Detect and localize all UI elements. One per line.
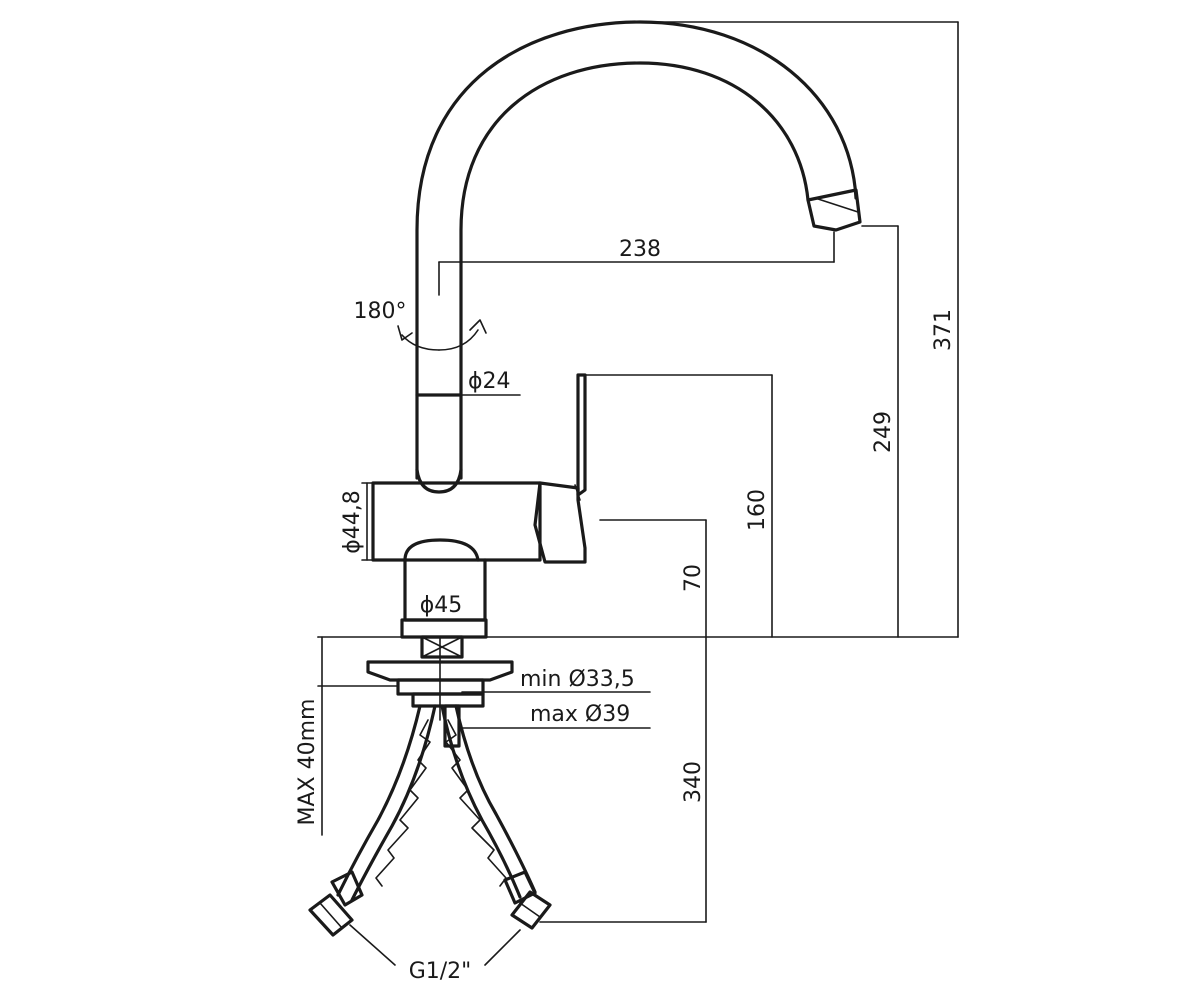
- base-plate: [400, 618, 488, 639]
- hose-right-ferrule: [503, 870, 537, 905]
- label-hole-max: max Ø39: [530, 702, 630, 727]
- hose-right-edge-b: [454, 704, 537, 894]
- label-reach: 238: [619, 237, 661, 262]
- body-pedestal-arch: [403, 538, 480, 562]
- label-hole-min: min Ø33,5: [520, 667, 635, 692]
- dimension-lines: [317, 21, 959, 966]
- hose-right-edge-a: [440, 704, 522, 899]
- hose-left-fitting: [308, 893, 354, 937]
- lever-detail: [574, 484, 581, 501]
- label-base-diameter: ϕ45: [420, 593, 463, 618]
- hose-left-edge-b: [350, 704, 437, 902]
- label-spout-diameter: ϕ24: [468, 369, 511, 394]
- hose-left-braid: [375, 719, 431, 887]
- lever-cartridge: [533, 481, 587, 564]
- hose-left-ferrule: [330, 870, 364, 907]
- swivel-arrow-right: [438, 329, 479, 351]
- hose-left-fitting-line: [319, 902, 343, 929]
- label-lever-height: 160: [745, 489, 770, 531]
- fixing-washer: [366, 660, 514, 682]
- mixer-body: [371, 481, 542, 562]
- label-hose-length: 340: [681, 761, 706, 803]
- fixing-rod-hatch-2: [421, 636, 463, 658]
- label-body-height: 70: [681, 564, 706, 592]
- spout-aerator: [806, 188, 862, 232]
- fixing-nut-lower: [411, 692, 485, 708]
- label-spout-height: 249: [871, 411, 896, 453]
- connection-leader-right: [484, 929, 521, 966]
- label-swivel-angle: 180°: [354, 299, 407, 324]
- faucet-outline: [308, 20, 862, 937]
- hose-left-edge-a: [336, 704, 422, 897]
- aerator-ring: [814, 197, 859, 213]
- label-connection: G1/2": [409, 959, 472, 984]
- connection-leader-left: [349, 924, 396, 966]
- swivel-arrowhead-left: [397, 325, 413, 341]
- swivel-arrow-left: [401, 334, 440, 351]
- hose-right-braid: [445, 719, 507, 887]
- spout-base-joint: [415, 468, 463, 494]
- label-body-diameter: ϕ44,8: [340, 490, 365, 554]
- label-deck-thickness: MAX 40mm: [295, 699, 320, 826]
- label-total-height: 371: [931, 309, 956, 351]
- hose-right-fitting-line: [519, 902, 541, 918]
- swivel-arrowhead-right: [469, 319, 487, 334]
- dimension-labels: 238 371 249 160 70 340 180° ϕ24 ϕ44,8 ϕ4…: [295, 237, 956, 984]
- spout-inner-edge: [459, 61, 810, 480]
- lever-handle: [576, 373, 587, 497]
